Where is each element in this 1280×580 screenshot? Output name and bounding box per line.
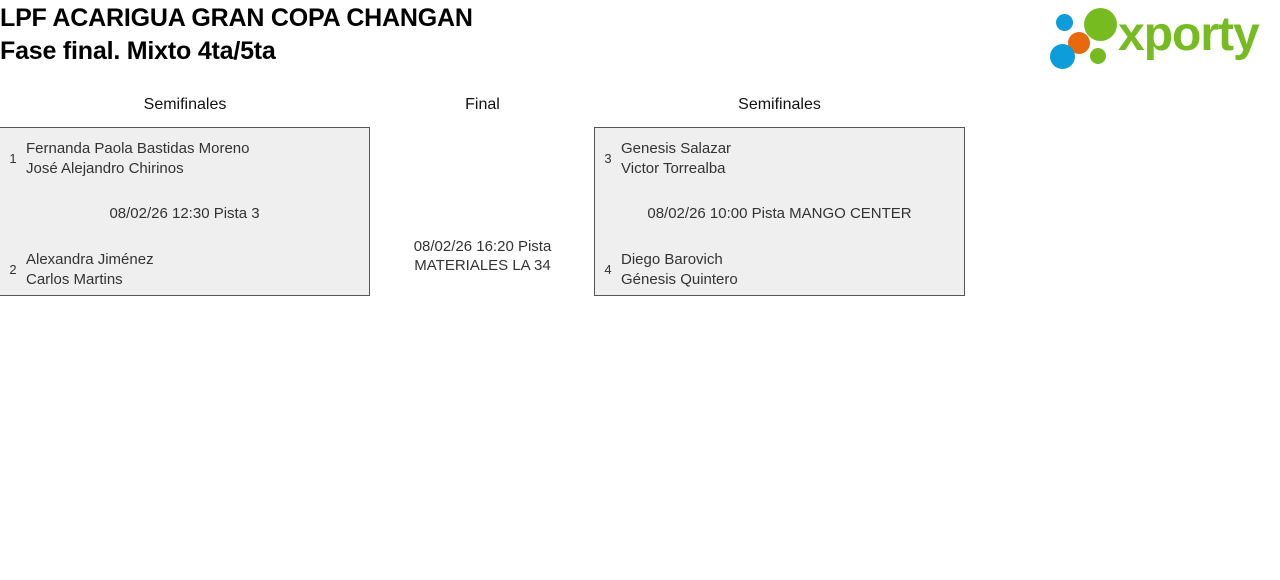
team-player-names: Fernanda Paola Bastidas Moreno José Alej…: [26, 139, 249, 178]
orange-dot-icon: [1068, 32, 1090, 54]
final-schedule-line-2: MATERIALES LA 34: [414, 257, 551, 274]
player-name-1: Alexandra Jiménez: [26, 251, 154, 268]
seed-number: 1: [9, 150, 17, 166]
player-name-1: Genesis Salazar: [621, 140, 732, 157]
page-title: LPF ACARIGUA GRAN COPA CHANGAN Fase fina…: [0, 2, 760, 68]
match-card-semifinal-left[interactable]: 1 Fernanda Paola Bastidas Moreno José Al…: [0, 127, 370, 296]
seed-number: 3: [604, 150, 612, 166]
logo-dots-icon: [1046, 6, 1122, 69]
team-player-names: Alexandra Jiménez Carlos Martins: [26, 250, 154, 289]
title-line-1: LPF ACARIGUA GRAN COPA CHANGAN: [0, 4, 473, 32]
logo-wordmark: xporty: [1118, 8, 1260, 61]
match-card-semifinal-right[interactable]: 3 Genesis Salazar Victor Torrealba 08/02…: [594, 127, 965, 296]
green-small-dot-icon: [1090, 48, 1106, 64]
player-name-2: Génesis Quintero: [621, 270, 738, 288]
match-card-final[interactable]: 08/02/26 16:20 Pista MATERIALES LA 34: [380, 237, 585, 275]
team-player-names: Genesis Salazar Victor Torrealba: [621, 139, 731, 178]
seed-number: 4: [604, 261, 612, 277]
match-team-bottom[interactable]: 2 Alexandra Jiménez Carlos Martins: [0, 250, 154, 289]
blue-small-dot-icon: [1056, 14, 1073, 31]
match-schedule-info: 08/02/26 12:30 Pista 3: [109, 205, 260, 222]
match-team-top[interactable]: 3 Genesis Salazar Victor Torrealba: [595, 139, 731, 178]
player-name-2: Carlos Martins: [26, 270, 123, 288]
player-name-1: Diego Barovich: [621, 251, 723, 268]
green-large-dot-icon: [1084, 8, 1117, 41]
round-title-final: Final: [465, 96, 500, 113]
title-line-2: Fase final. Mixto 4ta/5ta: [0, 37, 276, 65]
match-team-bottom[interactable]: 4 Diego Barovich Génesis Quintero: [595, 250, 738, 289]
match-team-top[interactable]: 1 Fernanda Paola Bastidas Moreno José Al…: [0, 139, 249, 178]
seed-number: 2: [9, 261, 17, 277]
team-player-names: Diego Barovich Génesis Quintero: [621, 250, 738, 289]
player-name-2: Victor Torrealba: [621, 159, 726, 177]
player-name-1: Fernanda Paola Bastidas Moreno: [26, 140, 250, 157]
match-schedule-info: 08/02/26 10:00 Pista MANGO CENTER: [647, 205, 912, 222]
final-schedule-line-1: 08/02/26 16:20 Pista: [413, 238, 552, 255]
blue-large-dot-icon: [1050, 44, 1075, 69]
round-title-semifinal-left: Semifinales: [143, 96, 227, 113]
player-name-2: José Alejandro Chirinos: [26, 159, 184, 177]
round-title-semifinal-right: Semifinales: [738, 96, 821, 113]
xporty-logo[interactable]: xporty: [1040, 4, 1272, 69]
